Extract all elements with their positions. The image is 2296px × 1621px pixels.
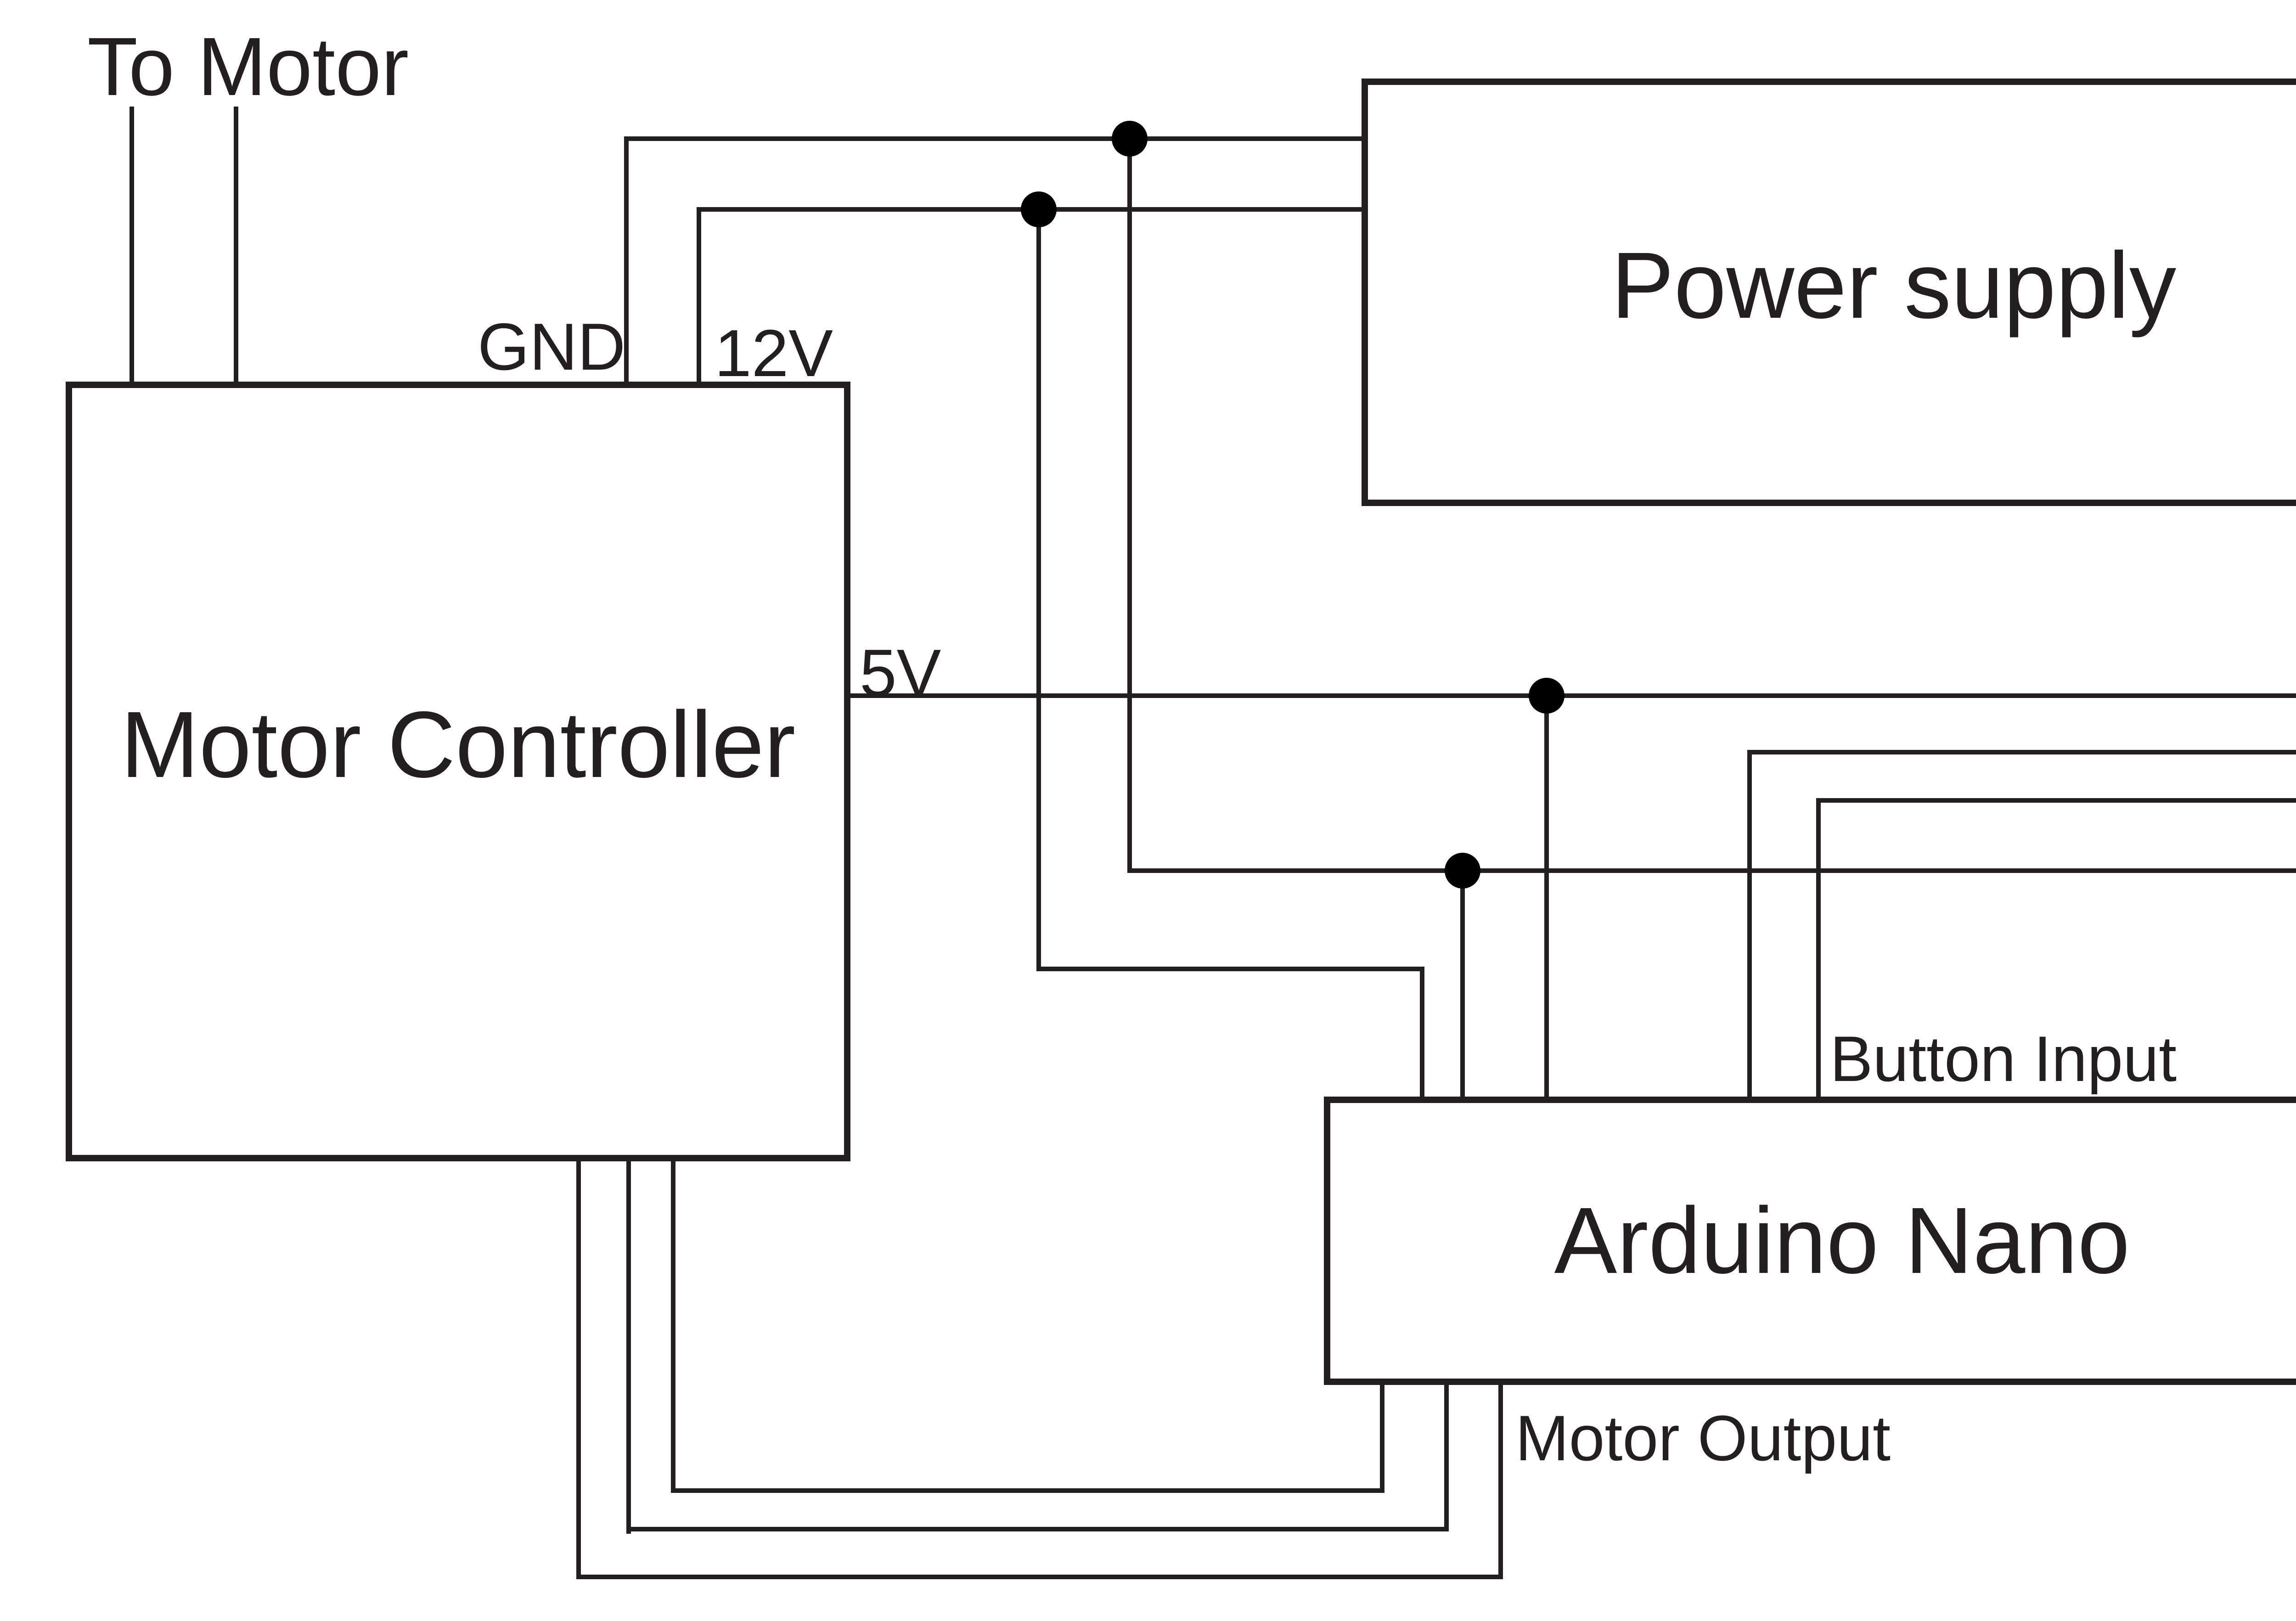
- to-motor-wire-2: [234, 107, 238, 387]
- gnd-run-to-button-box: [1127, 868, 2296, 873]
- motor-controller-label: Motor Controller: [120, 692, 796, 797]
- 12v-arduino-branch: [1420, 967, 1424, 1105]
- 12v-label: 12V: [715, 316, 833, 390]
- motor-controller-box: Motor Controller: [66, 382, 850, 1161]
- arduino-nano-label: Arduino Nano: [1554, 1188, 2130, 1293]
- junction-5v-arduino: [1529, 678, 1564, 714]
- motor-output-wire-2-left: [626, 1153, 631, 1534]
- 12v-drop: [1036, 207, 1041, 971]
- gnd-pin-stub: [624, 136, 629, 390]
- to-motor-wire-1: [129, 107, 134, 387]
- junction-gnd-arduino: [1445, 853, 1480, 889]
- motor-output-wire-2-right: [1444, 1376, 1449, 1531]
- junction-gnd-power-supply: [1112, 121, 1148, 157]
- 5v-arduino-branch: [1544, 693, 1549, 1105]
- power-supply-box: Power supply: [1362, 79, 2296, 506]
- button-input-wire-1-vertical: [1747, 750, 1752, 1105]
- button-input-wire-1-horizontal: [1747, 750, 2296, 754]
- to-motor-label: To Motor: [87, 21, 409, 113]
- 12v-run: [1036, 967, 1424, 971]
- gnd-rail-to-power-supply: [624, 136, 1367, 141]
- 12v-pin-stub: [697, 207, 701, 390]
- 5v-label: 5V: [860, 636, 941, 710]
- button-input-wire-2-vertical: [1816, 798, 1821, 1105]
- arduino-nano-box: Arduino Nano: [1324, 1097, 2296, 1385]
- motor-output-wire-3-run: [576, 1575, 1503, 1579]
- gnd-label: GND: [478, 310, 626, 384]
- power-supply-label: Power supply: [1611, 232, 2177, 338]
- junction-12v-power-supply: [1021, 191, 1057, 227]
- motor-output-wire-1-run: [671, 1488, 1384, 1493]
- gnd-arduino-branch: [1460, 868, 1465, 1105]
- button-input-wire-2-horizontal: [1816, 798, 2296, 803]
- motor-output-wire-1-left: [671, 1153, 675, 1493]
- 5v-rail-to-button-box: [845, 693, 2296, 698]
- motor-output-wire-3-left: [576, 1153, 581, 1579]
- motor-output-wire-1-right: [1380, 1376, 1384, 1493]
- gnd-drop: [1127, 136, 1132, 873]
- button-input-label: Button Input: [1830, 1023, 2177, 1095]
- motor-output-wire-3-right: [1498, 1376, 1503, 1579]
- motor-output-label: Motor Output: [1515, 1402, 1891, 1474]
- motor-output-wire-2-run: [626, 1527, 1449, 1531]
